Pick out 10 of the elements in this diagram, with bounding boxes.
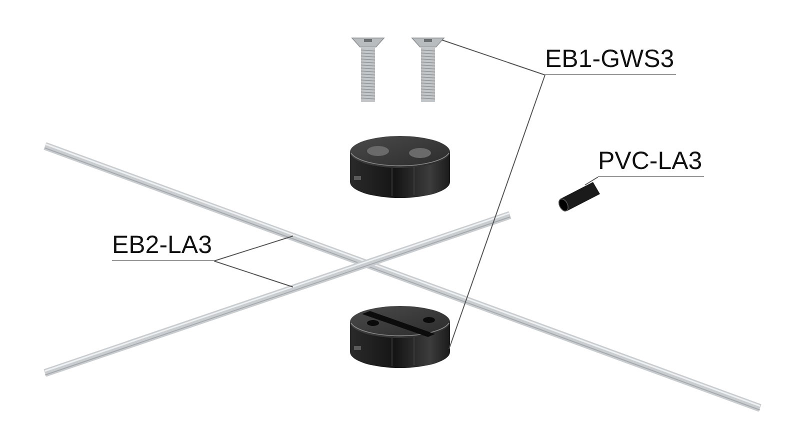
screw-drawing xyxy=(411,38,445,102)
leader-line xyxy=(442,40,546,76)
rod-drawing xyxy=(44,142,762,412)
clamp-drawing xyxy=(350,306,450,368)
leader-line xyxy=(214,260,294,288)
leader-line xyxy=(584,176,598,186)
leader-line xyxy=(448,74,546,350)
part-number-label: EB1-GWS3 xyxy=(545,45,676,75)
leader-line xyxy=(214,236,294,262)
pin-drawing xyxy=(558,182,600,212)
